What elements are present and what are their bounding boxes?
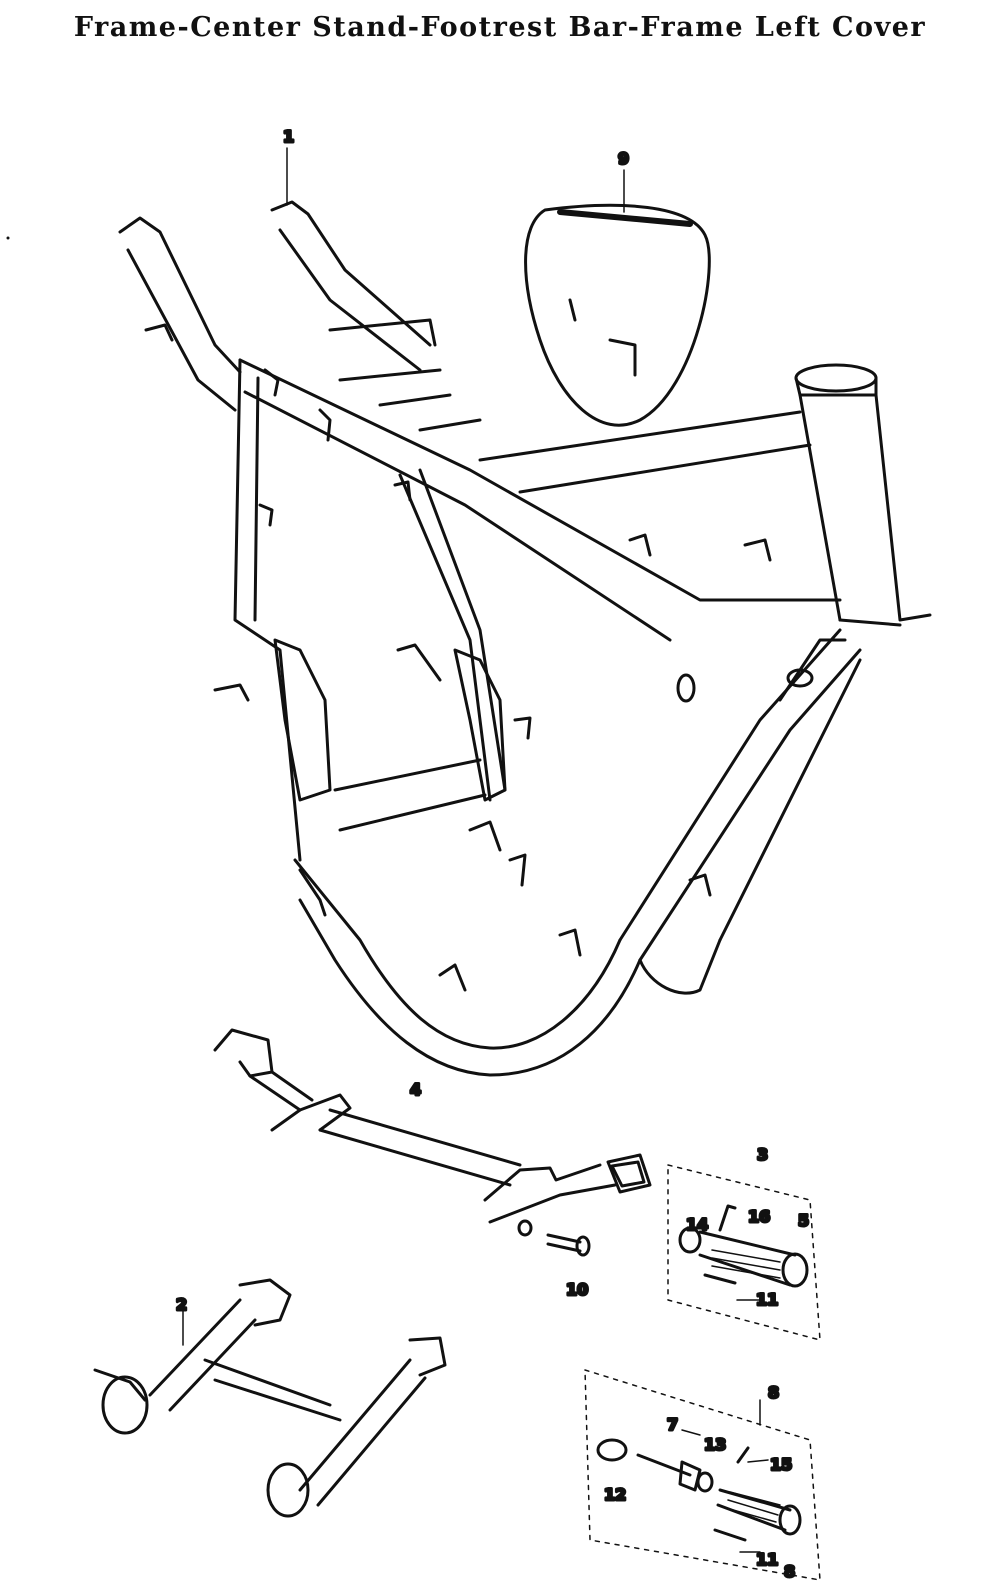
bolt-part-10	[546, 1233, 591, 1257]
part-label-16: 16	[748, 1207, 770, 1226]
part-label-14: 14	[686, 1215, 708, 1234]
part-label-11-lower: 11	[756, 1550, 778, 1569]
part-label-9-cover: 9	[618, 149, 629, 168]
part-label-8: 8	[768, 1383, 779, 1402]
part-label-15: 15	[770, 1455, 792, 1474]
footrest-set-8-group	[584, 1369, 821, 1581]
part-label-1: 1	[283, 127, 294, 146]
center-stand-part	[93, 1278, 447, 1518]
page-title: Frame-Center Stand-Footrest Bar-Frame Le…	[73, 12, 927, 43]
frame-part	[118, 200, 932, 1077]
part-label-11-upper: 11	[756, 1290, 778, 1309]
footrest-bar-part	[213, 1028, 652, 1237]
part-label-8-lower: 8	[784, 1562, 795, 1581]
part-label-13: 13	[704, 1435, 726, 1454]
part-label-10: 10	[566, 1280, 588, 1299]
part-label-3: 3	[757, 1145, 768, 1164]
part-label-7: 7	[667, 1415, 678, 1434]
part-label-4: 4	[410, 1080, 421, 1099]
frame-left-cover-part	[524, 203, 711, 427]
part-label-12: 12	[604, 1485, 626, 1504]
part-label-2: 2	[176, 1295, 187, 1314]
margin-dot	[6, 236, 10, 240]
part-label-5: 5	[798, 1211, 809, 1230]
footrest-set-3-group	[667, 1164, 821, 1341]
leader-lines	[182, 147, 769, 1553]
